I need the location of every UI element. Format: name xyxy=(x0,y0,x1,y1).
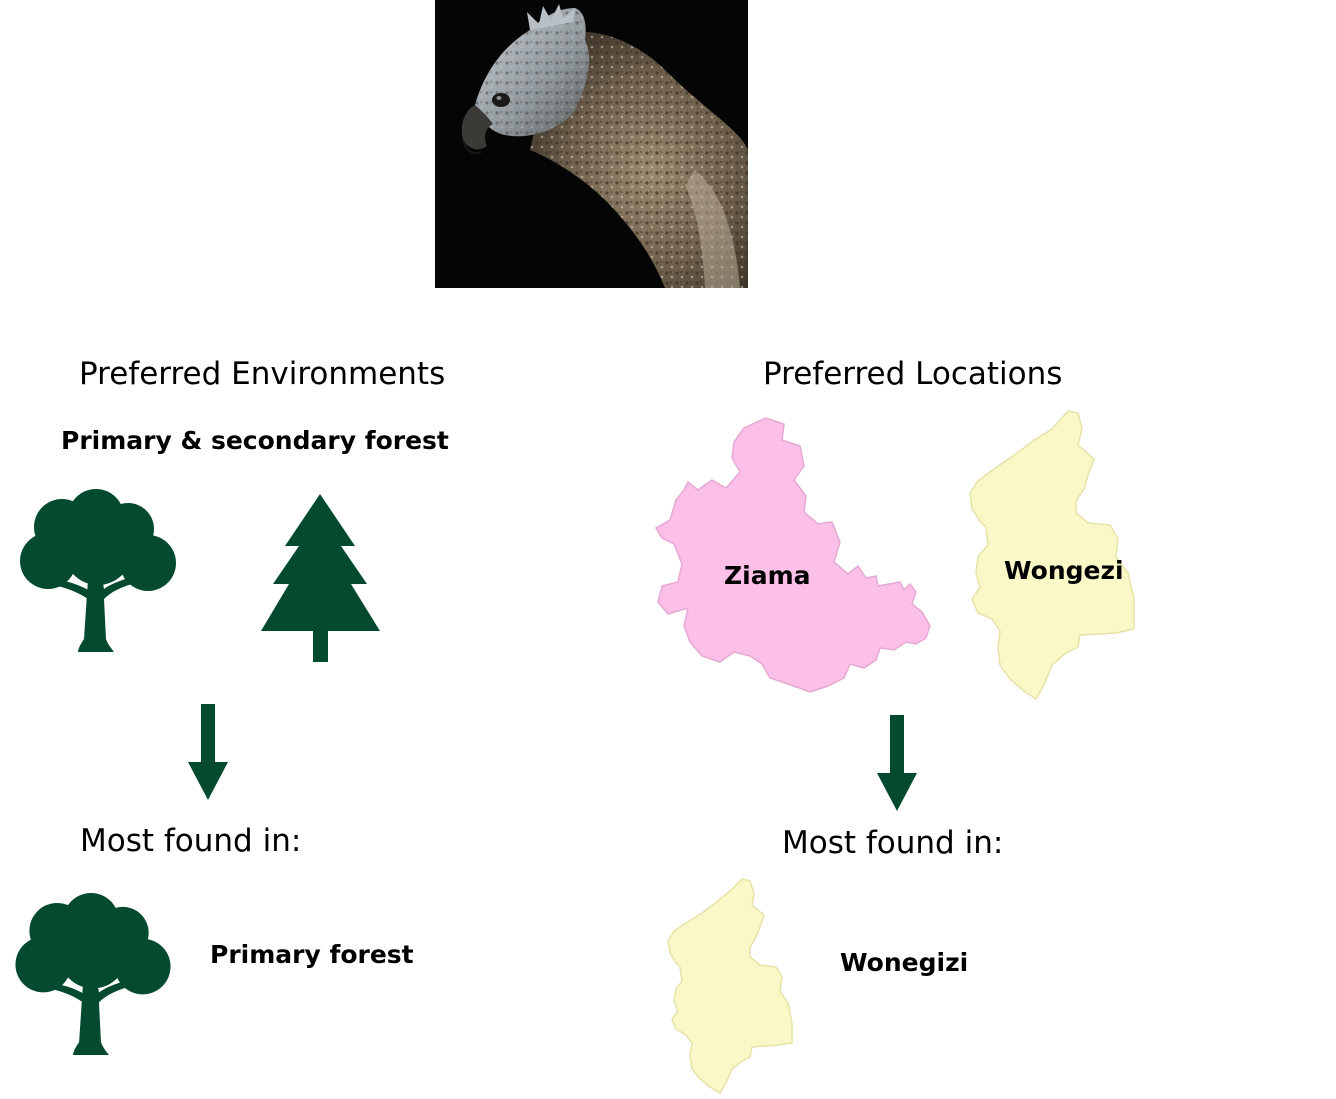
eagle-photo xyxy=(435,0,748,288)
wongezi-label: Wongezi xyxy=(1004,556,1124,585)
ziama-label: Ziama xyxy=(724,561,811,590)
deciduous-tree-icon xyxy=(12,893,174,1057)
preferred-locations-heading: Preferred Locations xyxy=(763,356,1063,392)
wongezi-region-map xyxy=(966,409,1136,703)
down-arrow-icon xyxy=(877,715,917,811)
wonegizi-region-map xyxy=(666,877,796,1097)
deciduous-tree-icon xyxy=(18,489,178,654)
pine-tree-icon xyxy=(261,494,380,662)
down-arrow-icon xyxy=(188,704,228,800)
environments-subheading: Primary & secondary forest xyxy=(61,426,449,455)
right-most-found-heading: Most found in: xyxy=(782,825,1004,861)
ziama-region-map xyxy=(654,416,936,694)
primary-forest-label: Primary forest xyxy=(210,940,414,969)
preferred-environments-heading: Preferred Environments xyxy=(79,356,446,392)
left-most-found-heading: Most found in: xyxy=(80,823,302,859)
wonegizi-label: Wonegizi xyxy=(840,948,969,977)
